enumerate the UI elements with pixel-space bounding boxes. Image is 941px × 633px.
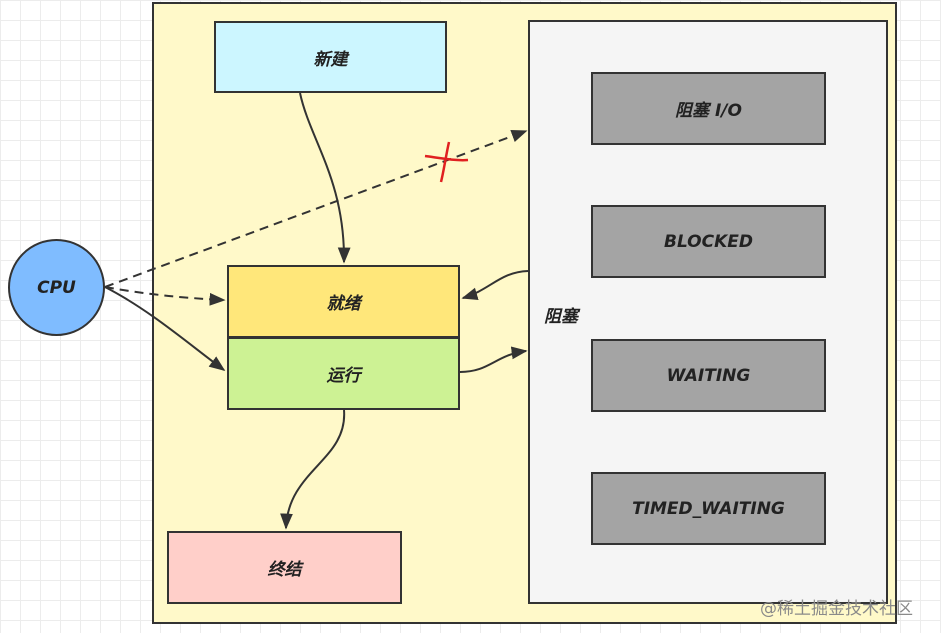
state-running: 运行	[227, 337, 460, 410]
state-new: 新建	[214, 21, 447, 93]
state-blocked: BLOCKED	[591, 205, 826, 278]
arrow-cpu-to-blocked	[104, 130, 528, 288]
state-blocked-io: 阻塞 I/O	[591, 72, 826, 145]
watermark: @稀土掘金技术社区	[760, 599, 913, 619]
cpu-node: CPU	[8, 239, 105, 336]
state-ready: 就绪	[227, 265, 460, 338]
arrow-blocked-to-ready	[461, 270, 529, 301]
blocked-label: 阻塞	[544, 307, 578, 327]
arrow-cpu-to-running	[104, 286, 226, 371]
state-timed-waiting: TIMED_WAITING	[591, 472, 826, 545]
arrow-running-to-terminated	[280, 409, 346, 530]
arrow-running-to-blocked	[459, 346, 528, 373]
cross-mark-icon	[424, 141, 469, 183]
arrow-new-to-ready	[299, 92, 351, 264]
state-waiting: WAITING	[591, 339, 826, 412]
arrow-cpu-to-ready	[104, 286, 226, 306]
state-terminated: 终结	[167, 531, 402, 604]
